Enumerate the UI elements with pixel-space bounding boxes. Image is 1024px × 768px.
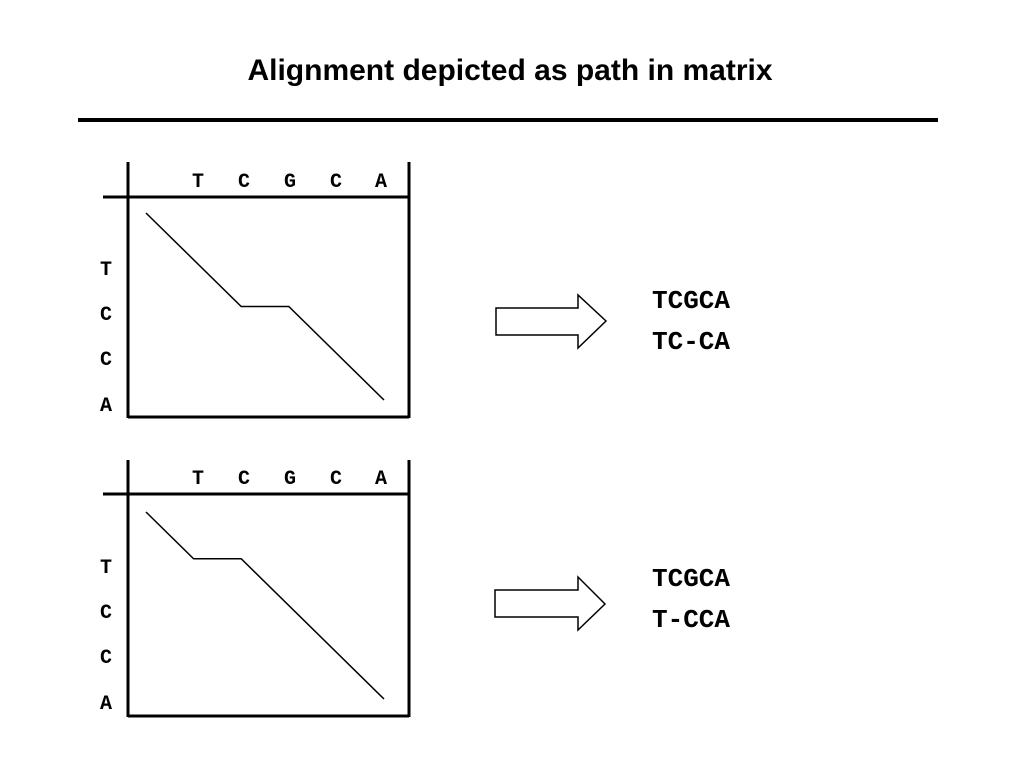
row-label: C	[100, 304, 112, 327]
row-label: C	[100, 349, 112, 372]
page-title: Alignment depicted as path in matrix	[247, 54, 772, 87]
aligned-sequence-top: TCGCA	[652, 286, 730, 316]
right-arrow-icon	[495, 293, 608, 350]
alignment-path	[145, 511, 385, 700]
right-arrow-icon	[494, 575, 607, 632]
column-label: A	[375, 468, 387, 491]
row-label: A	[100, 693, 112, 716]
column-label: C	[330, 171, 342, 194]
row-label: C	[100, 602, 112, 625]
column-label: T	[192, 468, 204, 491]
column-label: G	[284, 171, 296, 194]
matrix-2: T C G C A T C C A	[100, 460, 411, 718]
row-label: T	[100, 259, 112, 282]
column-label: C	[330, 468, 342, 491]
column-label: A	[375, 171, 387, 194]
aligned-sequence-bottom: T-CCA	[652, 605, 730, 635]
alignment-panel-1: T C G C A T C C A TCGCA TC-CA	[100, 162, 730, 419]
row-label: C	[100, 647, 112, 670]
column-label: C	[238, 468, 250, 491]
column-label: C	[238, 171, 250, 194]
aligned-sequence-bottom: TC-CA	[652, 327, 730, 357]
aligned-sequence-top: TCGCA	[652, 564, 730, 594]
column-label: T	[192, 171, 204, 194]
matrix-1: T C G C A T C C A	[100, 162, 411, 419]
column-label: G	[284, 468, 296, 491]
alignment-path	[145, 212, 385, 401]
row-label: A	[100, 395, 112, 418]
row-label: T	[100, 557, 112, 580]
alignment-panel-2: T C G C A T C C A TCGCA T-CCA	[100, 460, 730, 718]
